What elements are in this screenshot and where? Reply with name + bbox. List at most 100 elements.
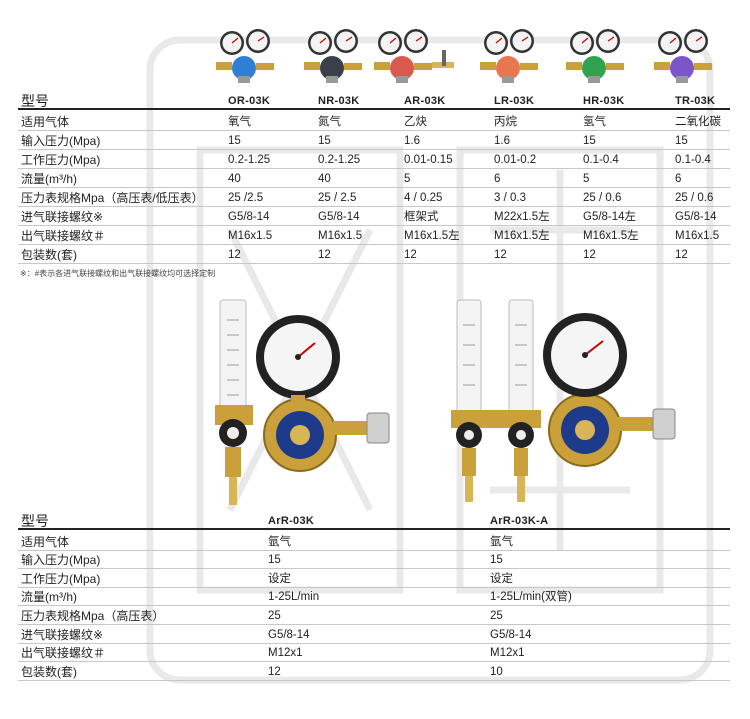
row-divider (18, 149, 730, 150)
row-label: 输入压力(Mpa) (21, 553, 101, 568)
spec-value: 25 / 0.6 (675, 192, 714, 204)
spec-value: M16x1.5 (675, 230, 720, 242)
spec-value: 1-25L/min (268, 591, 320, 604)
spec-value: 氧气 (228, 116, 251, 128)
argon-regulator-single-image (215, 299, 390, 505)
row-divider (18, 168, 730, 169)
model-name: OR-03K (228, 95, 271, 107)
spec-value: 3 / 0.3 (494, 192, 526, 204)
spec-value: 12 (228, 249, 241, 261)
row-divider (18, 568, 730, 570)
spec-value: M12x1 (268, 647, 303, 660)
model-name: NR-03K (318, 95, 360, 107)
spec-value: 25 / 0.6 (583, 192, 622, 204)
row-label: 压力表规格Mpa（高压表） (21, 609, 165, 623)
spec-value: 10 (490, 665, 503, 678)
row-label: 型号 (21, 513, 49, 529)
spec-value: 12 (268, 665, 281, 678)
spec-value: M12x1 (490, 647, 525, 660)
footnote: ※：#表示各进气联接螺纹和出气联接螺纹均可选择定制 (20, 269, 216, 278)
model-name: ArR-03K (268, 515, 315, 527)
spec-value: 15 (268, 554, 281, 567)
row-divider (18, 187, 730, 188)
spec-value: 6 (675, 173, 682, 185)
spec-value: 0.1-0.4 (675, 154, 711, 166)
row-divider (18, 528, 730, 530)
spec-value: M16x1.5 (318, 230, 363, 242)
model-name: TR-03K (675, 95, 716, 107)
row-label: 工作压力(Mpa) (21, 153, 101, 167)
spec-value: 12 (583, 249, 596, 261)
spec-row: 出气联接螺纹＃ M16x1.5 M16x1.5 M16x1.5左 M16x1.5左 M16… (0, 227, 750, 245)
row-divider (18, 605, 730, 607)
spec-value: 1.6 (404, 135, 420, 147)
row-label: 适用气体 (21, 534, 70, 549)
row-divider (18, 244, 730, 245)
row-label: 工作压力(Mpa) (21, 571, 101, 586)
spec-value: G5/8-14 (318, 211, 360, 223)
regulator-icon (216, 29, 274, 83)
row-divider (18, 624, 730, 625)
row-label: 进气联接螺纹※ (21, 627, 104, 642)
row-divider (18, 549, 730, 551)
row-label: 压力表规格Mpa（高压表/低压表） (21, 191, 204, 205)
spec-value: 4 / 0.25 (404, 192, 443, 204)
spec-value: 5 (583, 173, 590, 185)
row-label: 型号 (21, 93, 49, 109)
row-label: 适用气体 (21, 115, 70, 129)
spec-value: M16x1.5 (228, 230, 273, 242)
spec-value: 乙炔 (404, 116, 427, 128)
spec-value: 15 (228, 135, 241, 147)
model-name: AR-03K (404, 95, 446, 107)
spec-value: 12 (404, 249, 417, 261)
row-label: 出气联接螺纹＃ (21, 646, 106, 661)
spec-value: 0.1-0.4 (583, 154, 619, 166)
row-label: 进气联接螺纹※ (21, 210, 104, 224)
row-divider (18, 108, 730, 110)
spec-row: 工作压力(Mpa)设定设定 (0, 570, 750, 588)
spec-value: 丙烷 (494, 116, 517, 128)
regulator-icon (304, 29, 362, 83)
row-label: 出气联接螺纹＃ (21, 229, 106, 243)
spec-row: 适用气体氩气氩气 (0, 533, 750, 551)
spec-value: 1.6 (494, 135, 510, 147)
spec-value: 0.2-1.25 (228, 154, 271, 166)
spec-value: 设定 (490, 572, 513, 585)
model-name: HR-03K (583, 95, 625, 107)
spec-value: M22x1.5左 (494, 211, 550, 223)
row-divider (18, 263, 730, 264)
row-divider (18, 206, 730, 207)
row-divider (18, 679, 730, 681)
spec-value: 15 (583, 135, 596, 147)
spec-value: 40 (318, 173, 331, 185)
spec-row: 输入压力(Mpa) 15 15 (0, 551, 750, 570)
spec-value: 15 (490, 554, 503, 567)
spec-value: G5/8-14 (228, 211, 270, 223)
argon-regulator-double-image (451, 299, 676, 502)
spec-value: 0.2-1.25 (318, 154, 361, 166)
spec-value: M16x1.5左 (583, 230, 639, 242)
regulator-icon (480, 29, 538, 83)
spec-value: 15 (318, 135, 331, 147)
spec-row: 出气联接螺纹＃ M12x1 M12x1 (0, 644, 750, 663)
spec-value: M16x1.5左 (404, 230, 460, 242)
row-label: 输入压力(Mpa) (21, 134, 101, 148)
spec-value: M16x1.5左 (494, 230, 550, 242)
row-divider (18, 661, 730, 663)
spec-value: 12 (494, 249, 507, 261)
spec-value: 25 /2.5 (228, 192, 264, 204)
spec-value: G5/8-14 (490, 628, 532, 641)
spec-value: 二氧化碳 (675, 116, 721, 128)
spec-value: G5/8-14 (675, 211, 717, 223)
spec-row: 适用气体氧气氮气乙炔丙烷氢气二氧化碳 (0, 113, 750, 131)
regulator-icon (374, 29, 454, 83)
row-divider (18, 225, 730, 226)
